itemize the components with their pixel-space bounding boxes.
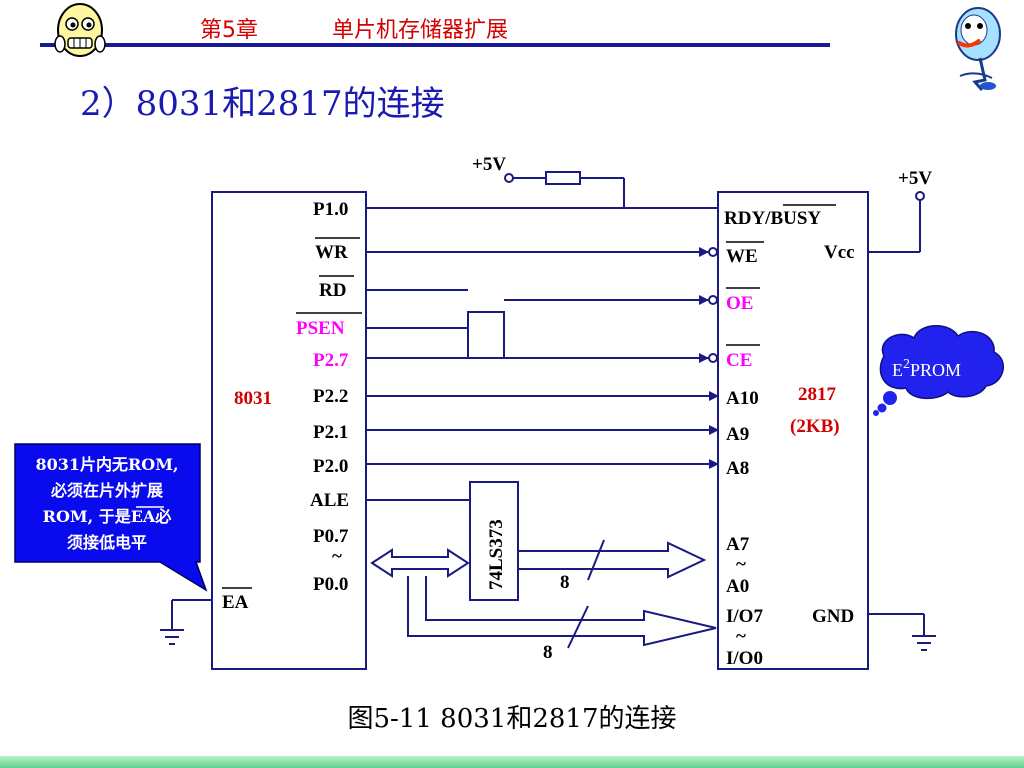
pin-p27: P2.7 xyxy=(313,350,349,371)
chapter-topic: 单片机存储器扩展 xyxy=(332,18,509,43)
pin-a7: A7 xyxy=(726,534,750,555)
slide-title: 2）8031和2817的连接 xyxy=(80,84,445,124)
gnd-connection xyxy=(868,613,936,651)
pin-p22: P2.2 xyxy=(313,386,348,407)
pin-rd: RD xyxy=(319,280,346,301)
bus-slash-address xyxy=(587,539,605,581)
inversion-bubble-we xyxy=(708,247,718,257)
pin-a9: A9 xyxy=(726,424,749,445)
latch-chip-body xyxy=(469,481,519,601)
bus-slash-data xyxy=(567,605,589,649)
inversion-bubble-ce xyxy=(708,353,718,363)
bus-latch-address xyxy=(517,541,707,579)
pin-wr: WR xyxy=(315,242,348,263)
callout-line-3: ROM, 于是EA必 xyxy=(43,507,172,526)
pin-rdy-busy: RDY/BUSY xyxy=(724,208,821,229)
pin-ale: ALE xyxy=(310,490,349,511)
vcc-left-label: +5V xyxy=(472,154,506,175)
pullup-network xyxy=(504,171,625,208)
pin-io0: I/O0 xyxy=(726,648,763,669)
footer-bar xyxy=(0,756,1024,768)
pin-p21: P2.1 xyxy=(313,422,348,443)
header-rule xyxy=(40,43,830,47)
bus-width-data: 8 xyxy=(543,642,553,663)
eeprom-name: 2817 xyxy=(798,384,837,405)
callout-line-4: 须接低电平 xyxy=(67,533,147,552)
eeprom-cloud xyxy=(873,325,1004,416)
pin-ce: CE xyxy=(726,350,752,371)
pin-we: WE xyxy=(726,246,758,267)
vcc-connection xyxy=(868,191,925,253)
mascot-right-icon xyxy=(955,7,1001,91)
resistor-icon xyxy=(545,171,581,185)
pin-io7: I/O7 xyxy=(726,606,763,627)
pin-oe: OE xyxy=(726,293,753,314)
cloud-prefix: E xyxy=(892,360,903,380)
mascot-left-icon xyxy=(54,3,106,57)
pin-p20: P2.0 xyxy=(313,456,348,477)
chapter-label: 第5章 xyxy=(200,18,258,43)
bus-width-address: 8 xyxy=(560,572,570,593)
latch-name: 74LS373 xyxy=(486,519,507,590)
pin-p00: P0.0 xyxy=(313,574,348,595)
pin-a10: A10 xyxy=(726,388,759,409)
cloud-suffix: PROM xyxy=(910,360,961,380)
figure-caption: 图5-11 8031和2817的连接 xyxy=(347,704,677,734)
pin-vcc: Vcc xyxy=(824,242,855,263)
pin-ea: EA xyxy=(222,592,249,613)
gate-box xyxy=(467,311,505,359)
bus-p0-bidirectional xyxy=(370,548,470,578)
pin-p10: P1.0 xyxy=(313,199,348,220)
callout-line-2: 必须在片外扩展 xyxy=(50,481,164,500)
callout-box xyxy=(14,443,208,592)
inversion-bubble-oe xyxy=(708,295,718,305)
pin-a0: A0 xyxy=(726,576,749,597)
pin-range-tilde-addr: ~ xyxy=(736,554,746,575)
pin-a8: A8 xyxy=(726,458,749,479)
pin-range-tilde: ~ xyxy=(332,546,342,567)
ea-ground xyxy=(160,599,212,645)
cloud-label: E2PROM xyxy=(892,357,961,380)
bus-data-io xyxy=(407,576,717,647)
pin-range-tilde-io: ~ xyxy=(736,626,746,647)
pin-gnd: GND xyxy=(812,606,854,627)
cloud-sup: 2 xyxy=(903,357,910,372)
pin-psen: PSEN xyxy=(296,318,345,339)
callout-line-1: 8031片内无ROM, xyxy=(35,455,178,474)
eeprom-size: (2KB) xyxy=(790,416,840,437)
mcu-name: 8031 xyxy=(234,388,272,409)
vcc-right-label: +5V xyxy=(898,168,932,189)
pin-p07: P0.7 xyxy=(313,526,349,547)
